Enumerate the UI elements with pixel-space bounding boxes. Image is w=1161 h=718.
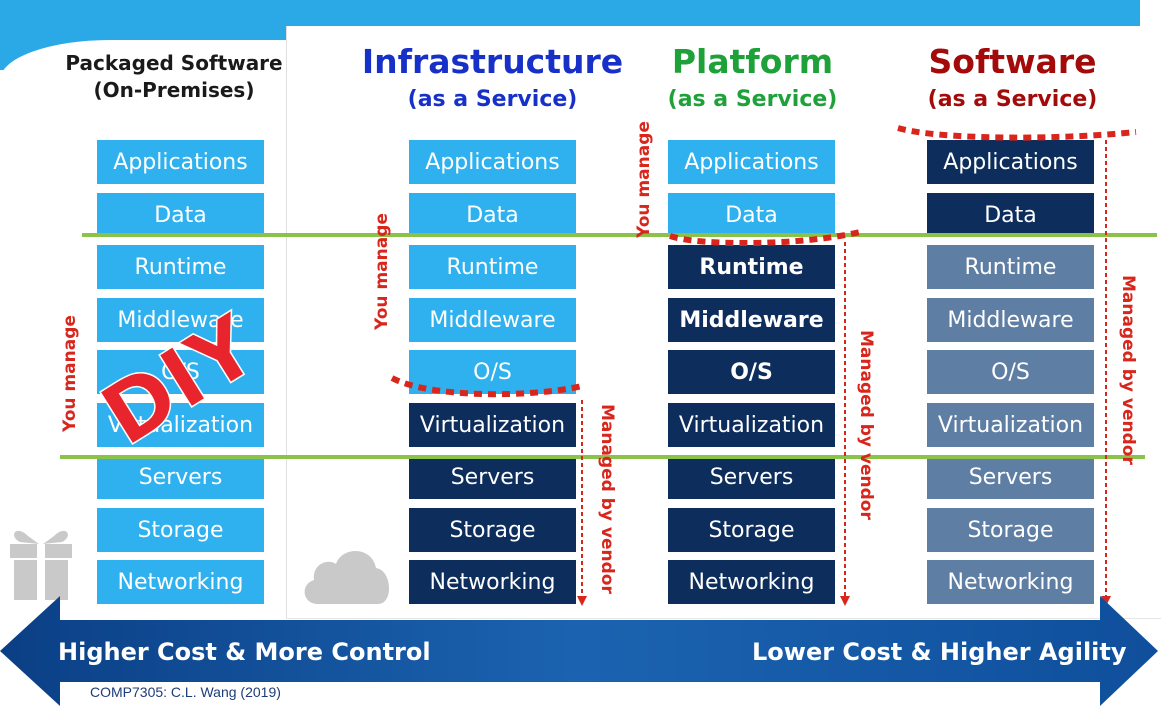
paas-storage: Storage <box>668 508 835 552</box>
saas-applications: Applications <box>927 140 1094 184</box>
arrow-right-label: Lower Cost & Higher Agility <box>752 638 1127 666</box>
cloud-icon <box>304 550 390 604</box>
iaas-middleware: Middleware <box>409 298 576 342</box>
paas-os: O/S <box>668 350 835 394</box>
packaged-servers: Servers <box>97 455 264 499</box>
lower-green-divider <box>60 455 1145 459</box>
paas-vendor-arrowhead <box>840 596 850 606</box>
packaged-storage: Storage <box>97 508 264 552</box>
saas-networking: Networking <box>927 560 1094 604</box>
iaas-servers: Servers <box>409 455 576 499</box>
paas-boundary-curve <box>669 229 861 247</box>
paas-middleware: Middleware <box>668 298 835 342</box>
saas-title: Software (as a Service) <box>905 42 1120 113</box>
packaged-title-line2: (On-Premises) <box>93 78 255 102</box>
packaged-middleware: Middleware <box>97 298 264 342</box>
iaas-applications: Applications <box>409 140 576 184</box>
paas-title-main: Platform <box>671 42 834 81</box>
saas-boundary-curve <box>897 125 1137 141</box>
iaas-storage: Storage <box>409 508 576 552</box>
iaas-networking: Networking <box>409 560 576 604</box>
packaged-virtualization: Virtualization <box>97 403 264 447</box>
paas-servers: Servers <box>668 455 835 499</box>
gift-icon <box>10 530 72 600</box>
footer-credit: COMP7305: C.L. Wang (2019) <box>90 684 281 700</box>
diy-stamp: DIY <box>96 300 276 466</box>
paas-networking: Networking <box>668 560 835 604</box>
packaged-data: Data <box>97 193 264 237</box>
saas-virtualization: Virtualization <box>927 403 1094 447</box>
saas-title-main: Software <box>928 42 1097 81</box>
packaged-networking: Networking <box>97 560 264 604</box>
saas-vendor-arrowhead <box>1101 596 1111 606</box>
packaged-runtime: Runtime <box>97 245 264 289</box>
saas-os: O/S <box>927 350 1094 394</box>
upper-green-divider <box>82 233 1157 237</box>
saas-data: Data <box>927 193 1094 237</box>
paas-applications: Applications <box>668 140 835 184</box>
paas-runtime: Runtime <box>668 245 835 289</box>
paas-title: Platform (as a Service) <box>650 42 855 113</box>
paas-data: Data <box>668 193 835 237</box>
iaas-runtime: Runtime <box>409 245 576 289</box>
iaas-os: O/S <box>409 350 576 394</box>
saas-storage: Storage <box>927 508 1094 552</box>
arrow-left-label: Higher Cost & More Control <box>58 638 431 666</box>
saas-servers: Servers <box>927 455 1094 499</box>
packaged-os: O/S <box>97 350 264 394</box>
iaas-subtitle: (as a Service) <box>407 87 578 113</box>
paas-subtitle: (as a Service) <box>667 87 838 113</box>
saas-middleware: Middleware <box>927 298 1094 342</box>
iaas-title-main: Infrastructure <box>361 42 624 81</box>
packaged-applications: Applications <box>97 140 264 184</box>
iaas-boundary-curve <box>390 375 583 398</box>
saas-subtitle: (as a Service) <box>927 87 1098 113</box>
iaas-virtualization: Virtualization <box>409 403 576 447</box>
packaged-title-line1: Packaged Software <box>65 51 283 75</box>
packaged-title: Packaged Software (On-Premises) <box>58 50 290 104</box>
iaas-vendor-arrowhead <box>577 596 587 606</box>
paas-virtualization: Virtualization <box>668 403 835 447</box>
iaas-data: Data <box>409 193 576 237</box>
cost-agility-arrow <box>0 596 1158 706</box>
iaas-title: Infrastructure (as a Service) <box>360 42 625 113</box>
saas-runtime: Runtime <box>927 245 1094 289</box>
